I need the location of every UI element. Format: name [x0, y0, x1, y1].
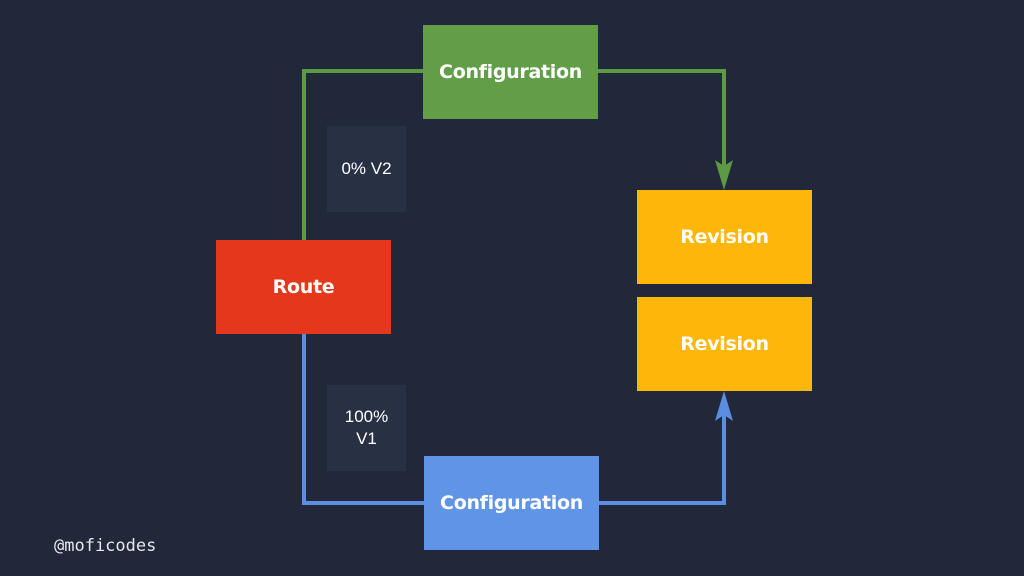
- configuration-top-node: Configuration: [423, 25, 598, 119]
- revision-1-label: Revision: [680, 226, 769, 248]
- configuration-bottom-label: Configuration: [440, 492, 583, 514]
- arrow-down-icon: [715, 160, 733, 190]
- configuration-top-label: Configuration: [439, 61, 582, 83]
- route-to-configuration-top-connector: [302, 69, 726, 240]
- route-label: Route: [272, 276, 335, 298]
- traffic-weight-bottom-version: V1: [356, 429, 377, 448]
- traffic-weight-top-text: 0% V2: [341, 159, 392, 178]
- author-handle: @moficodes: [54, 536, 157, 556]
- revision-2-label: Revision: [680, 333, 769, 355]
- route-to-configuration-bottom-connector: [302, 334, 726, 505]
- route-node: Route: [216, 240, 391, 334]
- arrow-up-icon: [715, 391, 733, 421]
- configuration-bottom-node: Configuration: [424, 456, 599, 550]
- revision-node-2: Revision: [637, 297, 812, 391]
- traffic-weight-bottom-percent: 100%: [344, 407, 389, 426]
- traffic-weight-top: 0% V2: [327, 126, 406, 212]
- traffic-weight-bottom: 100% V1: [327, 385, 406, 471]
- revision-node-1: Revision: [637, 190, 812, 284]
